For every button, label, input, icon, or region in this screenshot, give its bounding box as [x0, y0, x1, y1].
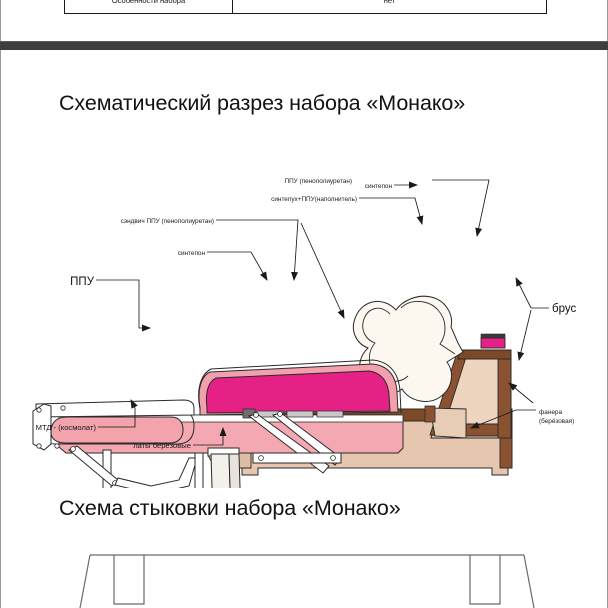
specs-table-value: нет: [383, 0, 396, 5]
mechanism-center-link: [114, 457, 198, 488]
callout-sandwich-ppu: сэндвич ППУ (пенополиуретан): [121, 218, 214, 225]
mechanism-center-leg: [194, 452, 204, 488]
arm-bracket-pivot-top: [36, 407, 42, 413]
callout-ppu-back: ППУ (пенополиуретан): [284, 178, 352, 185]
backrest-vertical-beam: [497, 349, 512, 439]
seat-cushion-core: [205, 370, 391, 414]
mechanism-pivot-a: [70, 446, 76, 452]
callout-sintepon-back: синтепон: [365, 183, 393, 190]
back-cushion-top-contour: [400, 301, 456, 355]
callout-ppu-arm: ППУ: [70, 276, 95, 288]
backrest-top-beam: [457, 349, 512, 360]
backrest-top-cap: [480, 333, 506, 339]
callout-leader-lines: [96, 179, 549, 446]
page-title-joining: Схема стыковки набора «Монако»: [59, 496, 401, 520]
base-arm-pivot-1: [253, 412, 259, 418]
joining-outline: [79, 554, 535, 608]
seat-cushion-cover-line: [198, 359, 402, 414]
arm-top-board: [35, 399, 195, 418]
back-lower-beam: [424, 405, 436, 423]
document-page: Схематический разрез набора «Монако»: [0, 50, 608, 608]
arm-foam-pad: [50, 416, 184, 444]
arm-bracket: [32, 403, 52, 451]
sofa-cross-section-diagram: ППУ (пенополиуретан) синтепон синтепух+П…: [11, 128, 599, 488]
arm-bracket-pivot-bottom: [36, 443, 42, 449]
callout-mtd: МТД - (космолат): [36, 423, 97, 432]
page-separator-highlight: [0, 41, 608, 42]
back-lower-upholstery: [429, 407, 467, 439]
page-title-cross-section: Схематический разрез набора «Монако»: [59, 91, 466, 115]
backrest-top-foam: [480, 337, 506, 349]
base-arm-pivot-2: [277, 411, 283, 417]
sofa-joining-diagram: [11, 532, 599, 608]
arm-board-pivot: [60, 405, 66, 411]
birch-slat-panel: [210, 453, 231, 488]
previous-page-fragment: Особенности набора нет: [0, 0, 608, 41]
seat-mechanism-bar: [242, 408, 344, 419]
birch-slat-panel-edge: [228, 453, 241, 488]
specs-table-label: Особенности набора: [65, 0, 233, 13]
callout-brus: брус: [552, 303, 576, 315]
base-mechanism-crossbar: [252, 452, 342, 464]
arm-bracket-pivot-mid: [54, 443, 60, 449]
callout-sintepon-seat: синтепон: [178, 250, 206, 257]
specs-table-row: Особенности набора нет: [64, 0, 547, 14]
callout-laty: латы берёзовые: [133, 441, 191, 450]
callout-fanera-line1: фанера: [539, 409, 562, 416]
base-crossbar-pivot-left: [258, 455, 264, 461]
base-crossbar-pivot-right: [330, 455, 336, 461]
page-separator-bar: [0, 41, 608, 50]
callout-sintepuh-ppu: синтепух+ППУ(наполнитель): [271, 196, 357, 203]
callout-fanera-line2: (берёзовая): [539, 417, 574, 425]
